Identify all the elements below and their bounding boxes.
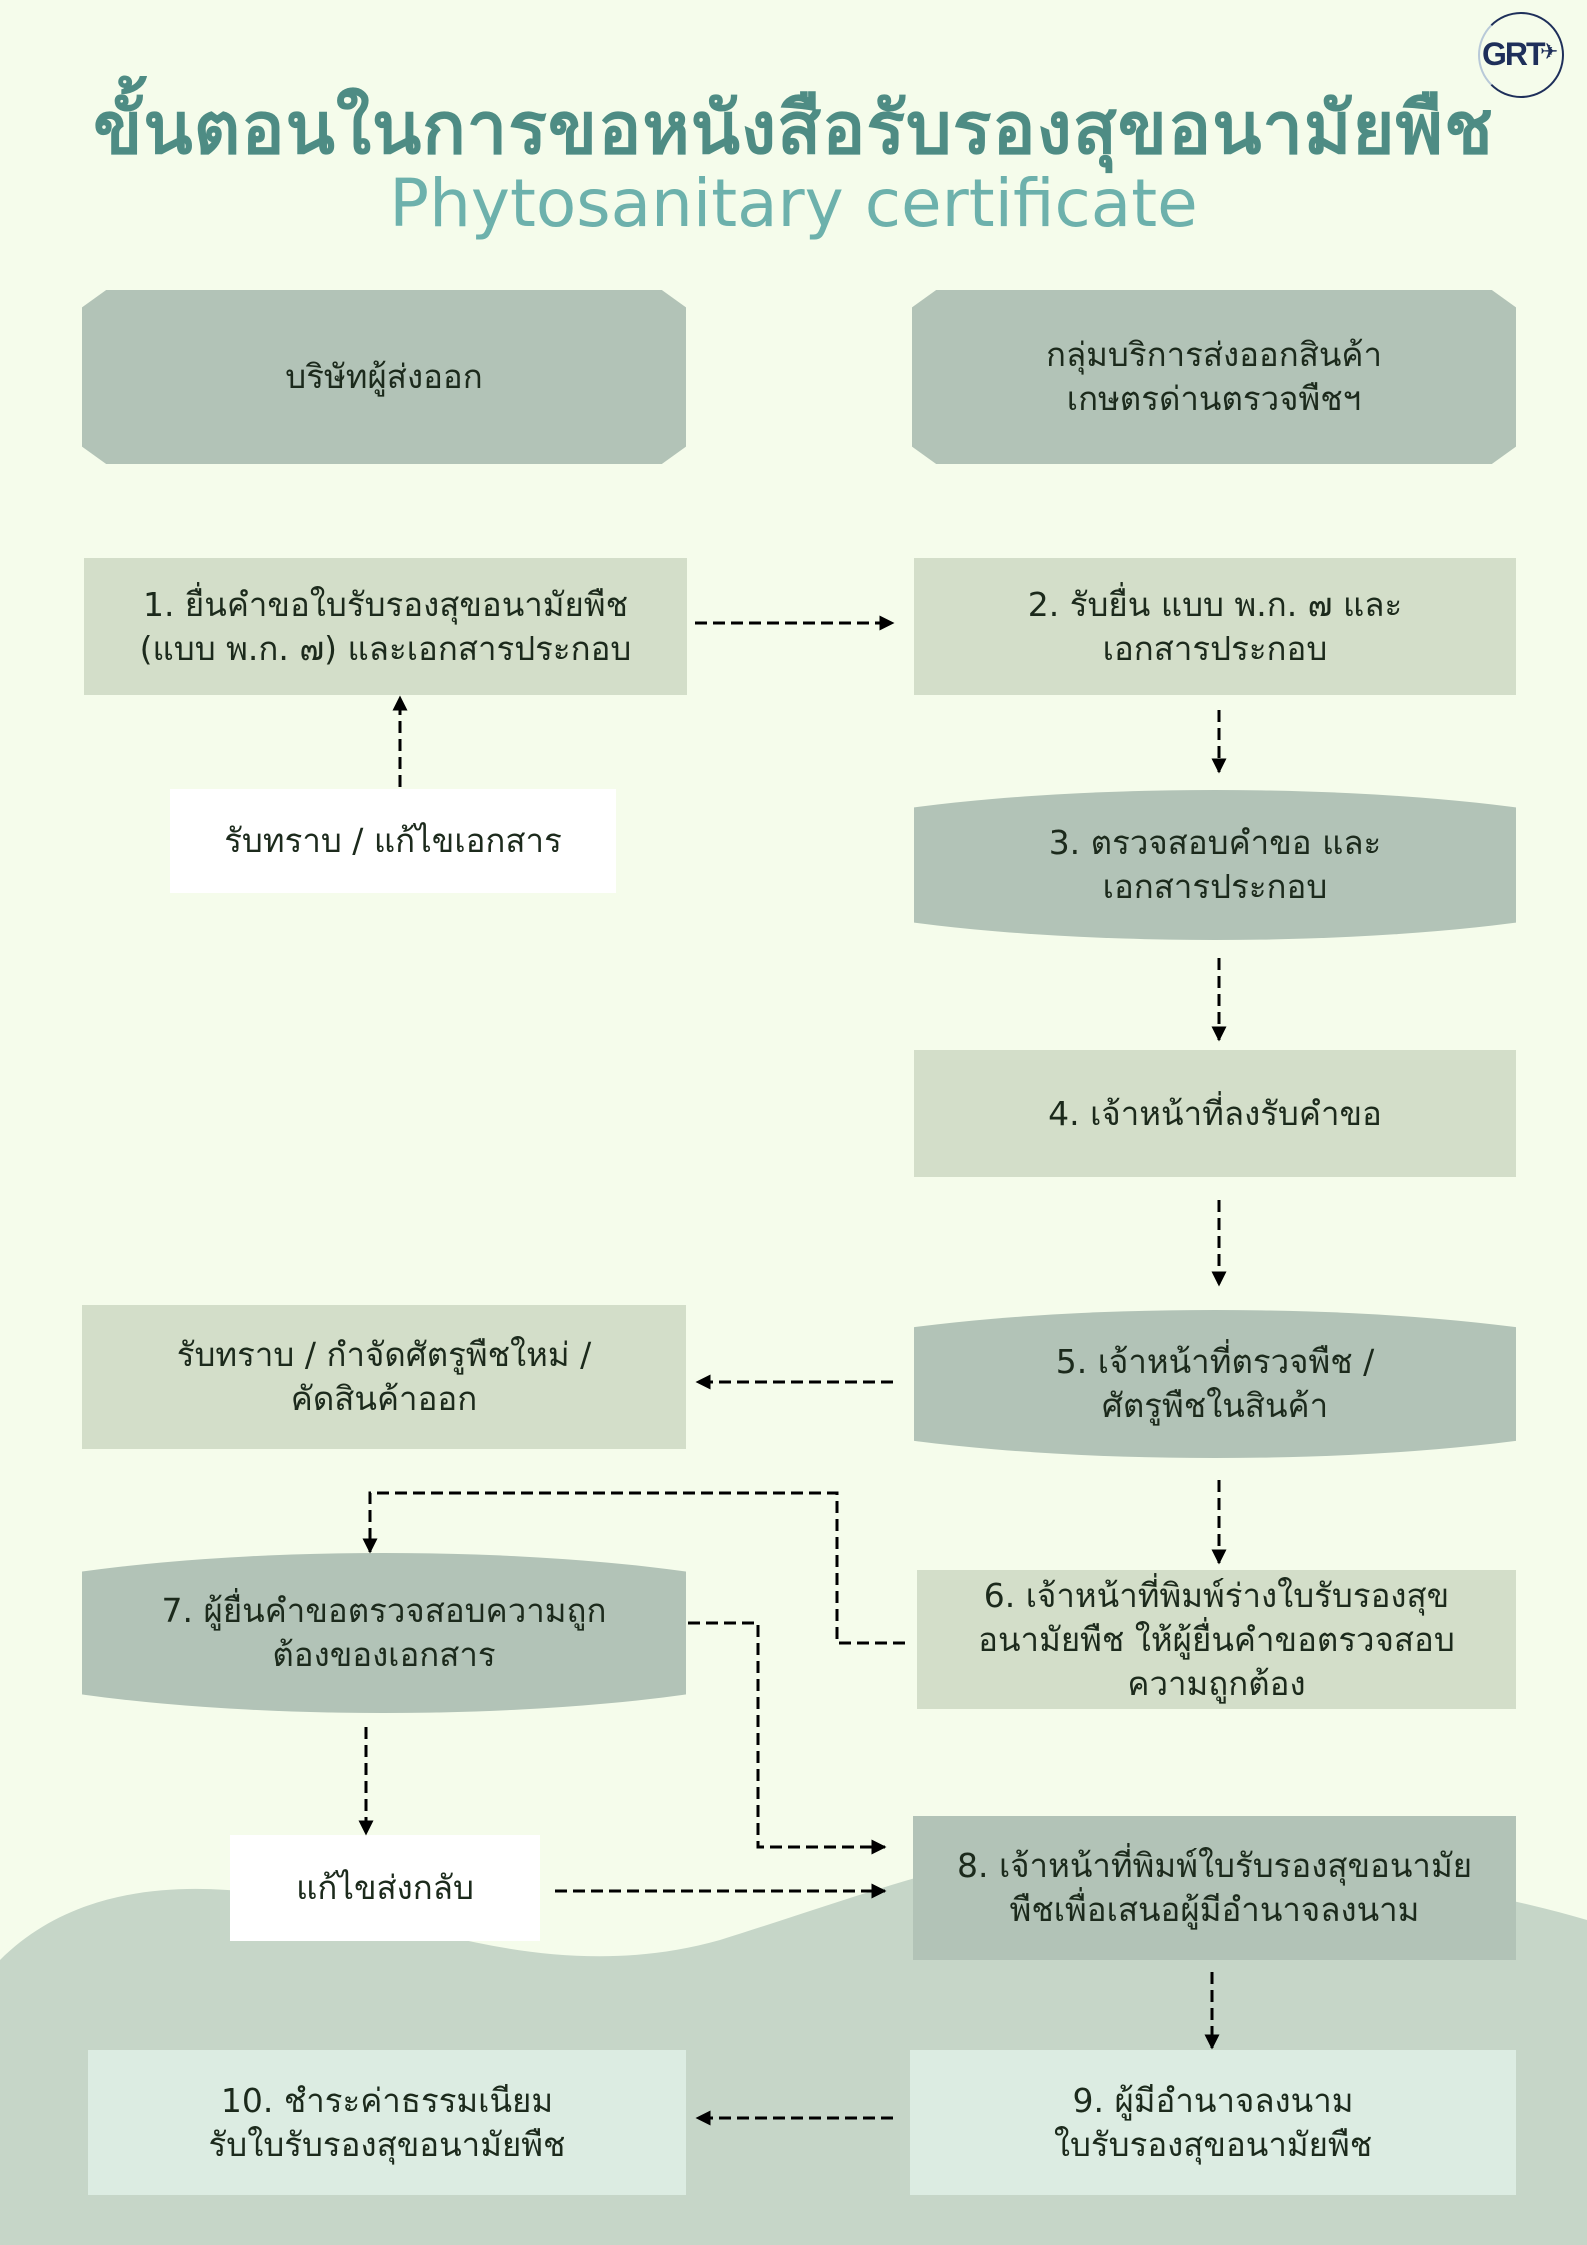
page-title-english: Phytosanitary certificate	[389, 165, 1198, 242]
step-4: 4. เจ้าหน้าที่ลงรับคำขอ	[914, 1050, 1516, 1177]
airplane-icon: ✈	[1540, 40, 1559, 65]
pest-action: รับทราบ / กำจัดศัตรูพืชใหม่ / คัดสินค้าอ…	[82, 1305, 686, 1449]
logo-ring	[1478, 12, 1564, 98]
lane-header-exporter: บริษัทผู้ส่งออก	[82, 290, 686, 464]
step-10: 10. ชำระค่าธรรมเนียม รับใบรับรองสุขอนามั…	[88, 2050, 686, 2195]
lane-header-inspection: กลุ่มบริการส่งออกสินค้า เกษตรด่านตรวจพืช…	[912, 290, 1516, 464]
page-title-thai: ขั้นตอนในการขอหนังสือรับรองสุขอนามัยพืช	[93, 86, 1494, 170]
step-9: 9. ผู้มีอำนาจลงนาม ใบรับรองสุขอนามัยพืช	[910, 2050, 1516, 2195]
logo-text: GRT	[1482, 36, 1546, 72]
step-2: 2. รับยื่น แบบ พ.ก. ๗ และ เอกสารประกอบ	[914, 558, 1516, 695]
step-1: 1. ยื่นคำขอใบรับรองสุขอนามัยพืช (แบบ พ.ก…	[84, 558, 687, 695]
step-5: 5. เจ้าหน้าที่ตรวจพืช / ศัตรูพืชในสินค้า	[914, 1310, 1516, 1458]
fix-documents: รับทราบ / แก้ไขเอกสาร	[170, 789, 616, 893]
step-3: 3. ตรวจสอบคำขอ และ เอกสารประกอบ	[914, 790, 1516, 940]
step-7: 7. ผู้ยื่นคำขอตรวจสอบความถูก ต้องของเอกส…	[82, 1553, 686, 1713]
step-8: 8. เจ้าหน้าที่พิมพ์ใบรับรองสุขอนามัย พืช…	[913, 1816, 1516, 1960]
step-6: 6. เจ้าหน้าที่พิมพ์ร่างใบรับรองสุข อนามั…	[917, 1570, 1516, 1709]
grt-logo: GRT ✈	[1478, 12, 1564, 98]
resend-correction: แก้ไขส่งกลับ	[230, 1835, 540, 1941]
